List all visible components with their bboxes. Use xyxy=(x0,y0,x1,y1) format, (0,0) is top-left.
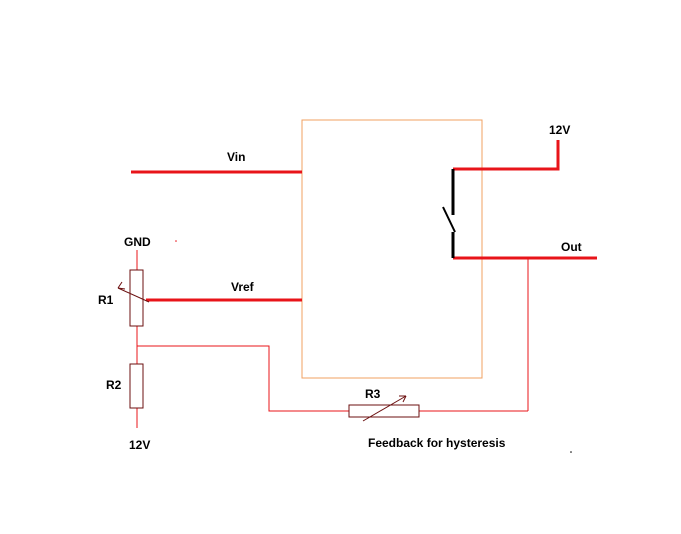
feedback-wire-r3-left xyxy=(137,345,349,412)
r3-variable-arrow xyxy=(362,395,407,422)
supply-top-label: 12V xyxy=(549,123,570,137)
vin-label: Vin xyxy=(227,150,245,164)
gnd-label: GND xyxy=(124,235,151,249)
r1-variable-arrow xyxy=(117,287,150,303)
feedback-label: Feedback for hysteresis xyxy=(368,436,506,450)
r3-resistor xyxy=(348,395,420,422)
stray-mark xyxy=(570,451,572,453)
vref-label: Vref xyxy=(231,280,255,294)
supply-wire xyxy=(453,140,560,171)
stray-mark xyxy=(175,240,177,242)
comparator-box xyxy=(301,119,483,379)
r3-label: R3 xyxy=(365,387,381,401)
out-label: Out xyxy=(561,240,582,254)
r2-label: R2 xyxy=(106,378,122,392)
supply-bottom-label: 12V xyxy=(129,438,150,452)
r1-resistor xyxy=(117,269,150,327)
r2-resistor xyxy=(129,363,144,409)
r1-label: R1 xyxy=(98,293,114,307)
switch-contact xyxy=(442,169,456,258)
